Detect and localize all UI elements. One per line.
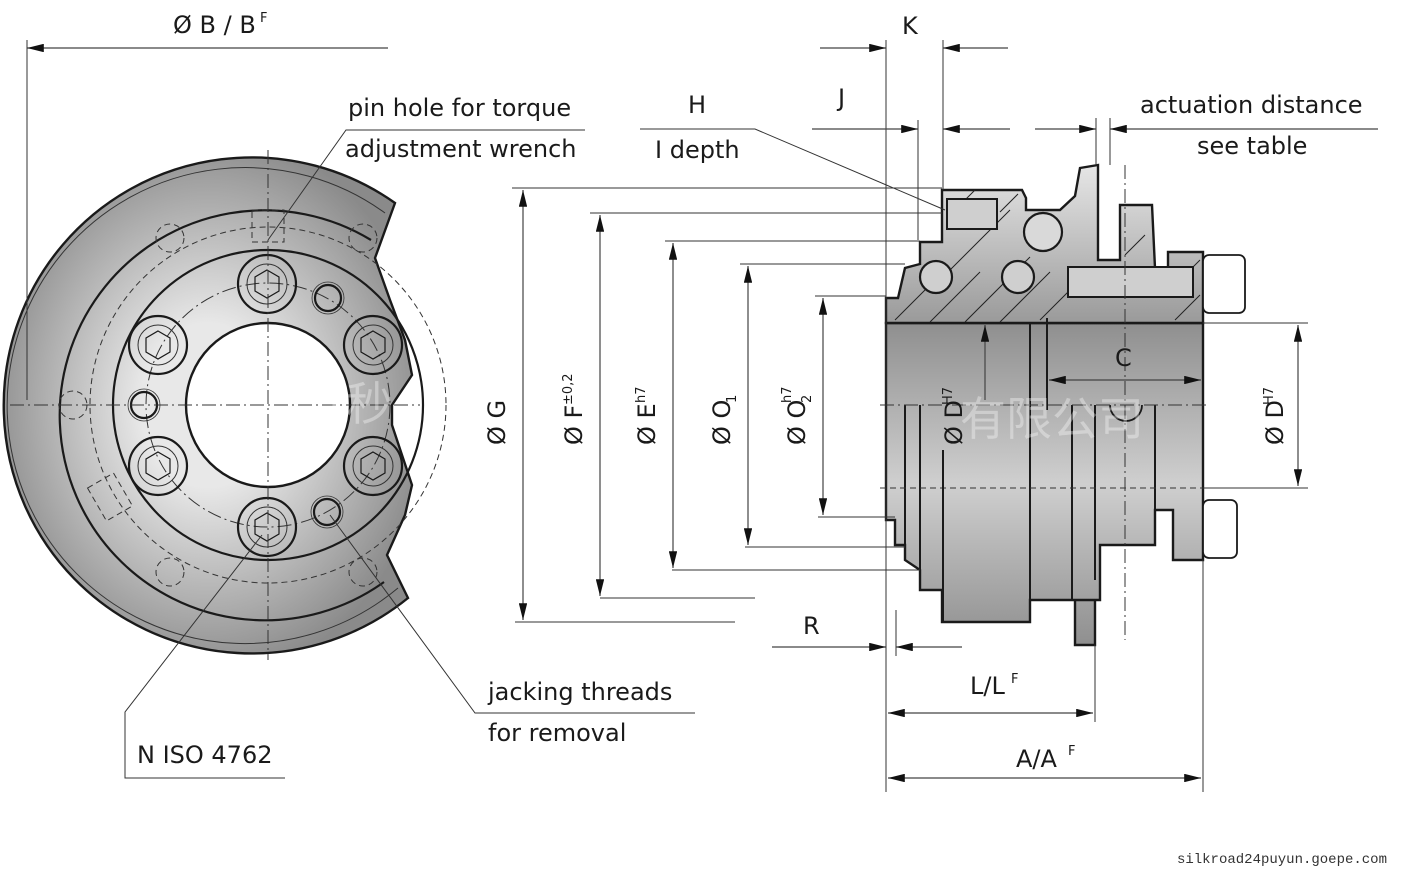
dim-j-label: J	[836, 84, 845, 112]
dim-d-outer-label: Ø D	[1261, 400, 1289, 445]
dim-c-label: C	[1115, 344, 1132, 372]
dim-o1-sub: 1	[725, 395, 740, 403]
jacking-thread-upper-right	[311, 281, 345, 315]
dim-i-label: I depth	[655, 136, 740, 164]
callout-h-i: H I depth	[640, 91, 946, 211]
dim-actuation: actuation distance see table	[1035, 91, 1378, 165]
dim-j: J	[812, 84, 1010, 240]
set-screw	[946, 198, 998, 230]
section-view: 有限公司	[880, 163, 1310, 647]
dim-f-label: Ø F	[560, 405, 588, 445]
diameter-dims: Ø G Ø F ±0,2 Ø E h7 Ø O 1 Ø O 2 h7 Ø D H…	[483, 187, 1308, 623]
adjust-screw	[1067, 266, 1194, 298]
dim-e-sup: h7	[634, 386, 649, 403]
footer-url: silkroad24puyun.goepe.com	[1176, 852, 1387, 868]
screw-head-bottom	[1202, 499, 1238, 559]
screw-lower-left	[127, 435, 189, 497]
dim-o2-sup: h7	[780, 386, 795, 403]
dim-h-label: H	[688, 91, 706, 119]
ball-1	[918, 259, 954, 295]
dim-l-sup: F	[1011, 672, 1018, 687]
dim-b-sup: F	[260, 11, 267, 26]
dim-c: C	[1049, 344, 1201, 385]
ball-2	[1000, 259, 1036, 295]
pin-hole-label-1: pin hole for torque	[348, 94, 571, 122]
screw-top	[236, 253, 298, 315]
screw-bottom	[236, 496, 298, 558]
ball-3	[1022, 211, 1064, 253]
dim-d-outer-sup: H7	[1262, 387, 1277, 405]
dim-o2-label: Ø O	[783, 400, 811, 445]
dim-f-sup: ±0,2	[561, 373, 576, 405]
dim-b: Ø B / B F	[26, 11, 388, 400]
jacking-thread-lower-right	[310, 495, 344, 529]
dim-k-label: K	[902, 12, 919, 40]
dim-a: A/A F	[888, 560, 1204, 792]
screw-lower-right	[342, 435, 404, 497]
screw-upper-right	[342, 314, 404, 376]
dim-d-inner-sup: H7	[941, 387, 956, 405]
screw-head-top	[1202, 254, 1246, 314]
dim-g-label: Ø G	[483, 400, 511, 445]
dim-d-inner-label: Ø D	[940, 400, 968, 445]
dim-r: R	[772, 610, 962, 656]
watermark: 有限公司	[960, 392, 1144, 446]
dim-o2-sub: 2	[800, 395, 815, 403]
callout-jacking: jacking threads for removal	[329, 514, 695, 747]
callout-screw-spec: N ISO 4762	[124, 534, 285, 779]
dim-e-label: Ø E	[633, 403, 661, 445]
jacking-label-2: for removal	[488, 719, 626, 747]
dim-b-label: Ø B / B	[173, 11, 256, 39]
screw-spec-label: N ISO 4762	[137, 741, 273, 769]
dim-r-label: R	[803, 612, 820, 640]
screw-upper-left	[127, 314, 189, 376]
pin-hole-label-2: adjustment wrench	[345, 135, 576, 163]
dim-o1-label: Ø O	[708, 400, 736, 445]
jacking-label-1: jacking threads	[487, 678, 672, 706]
dim-a-sup: F	[1068, 744, 1075, 759]
callout-pin-hole: pin hole for torque adjustment wrench	[267, 94, 585, 241]
actuation-label-2: see table	[1197, 132, 1307, 160]
front-view: 沂秒	[2, 150, 447, 660]
actuation-label-1: actuation distance	[1140, 91, 1363, 119]
watermark-left: 沂秒	[300, 377, 392, 431]
dim-l-label: L/L	[970, 672, 1005, 700]
dim-k: K	[820, 12, 1008, 340]
dim-a-label: A/A	[1016, 745, 1058, 773]
dim-l: L/L F	[885, 340, 1096, 792]
